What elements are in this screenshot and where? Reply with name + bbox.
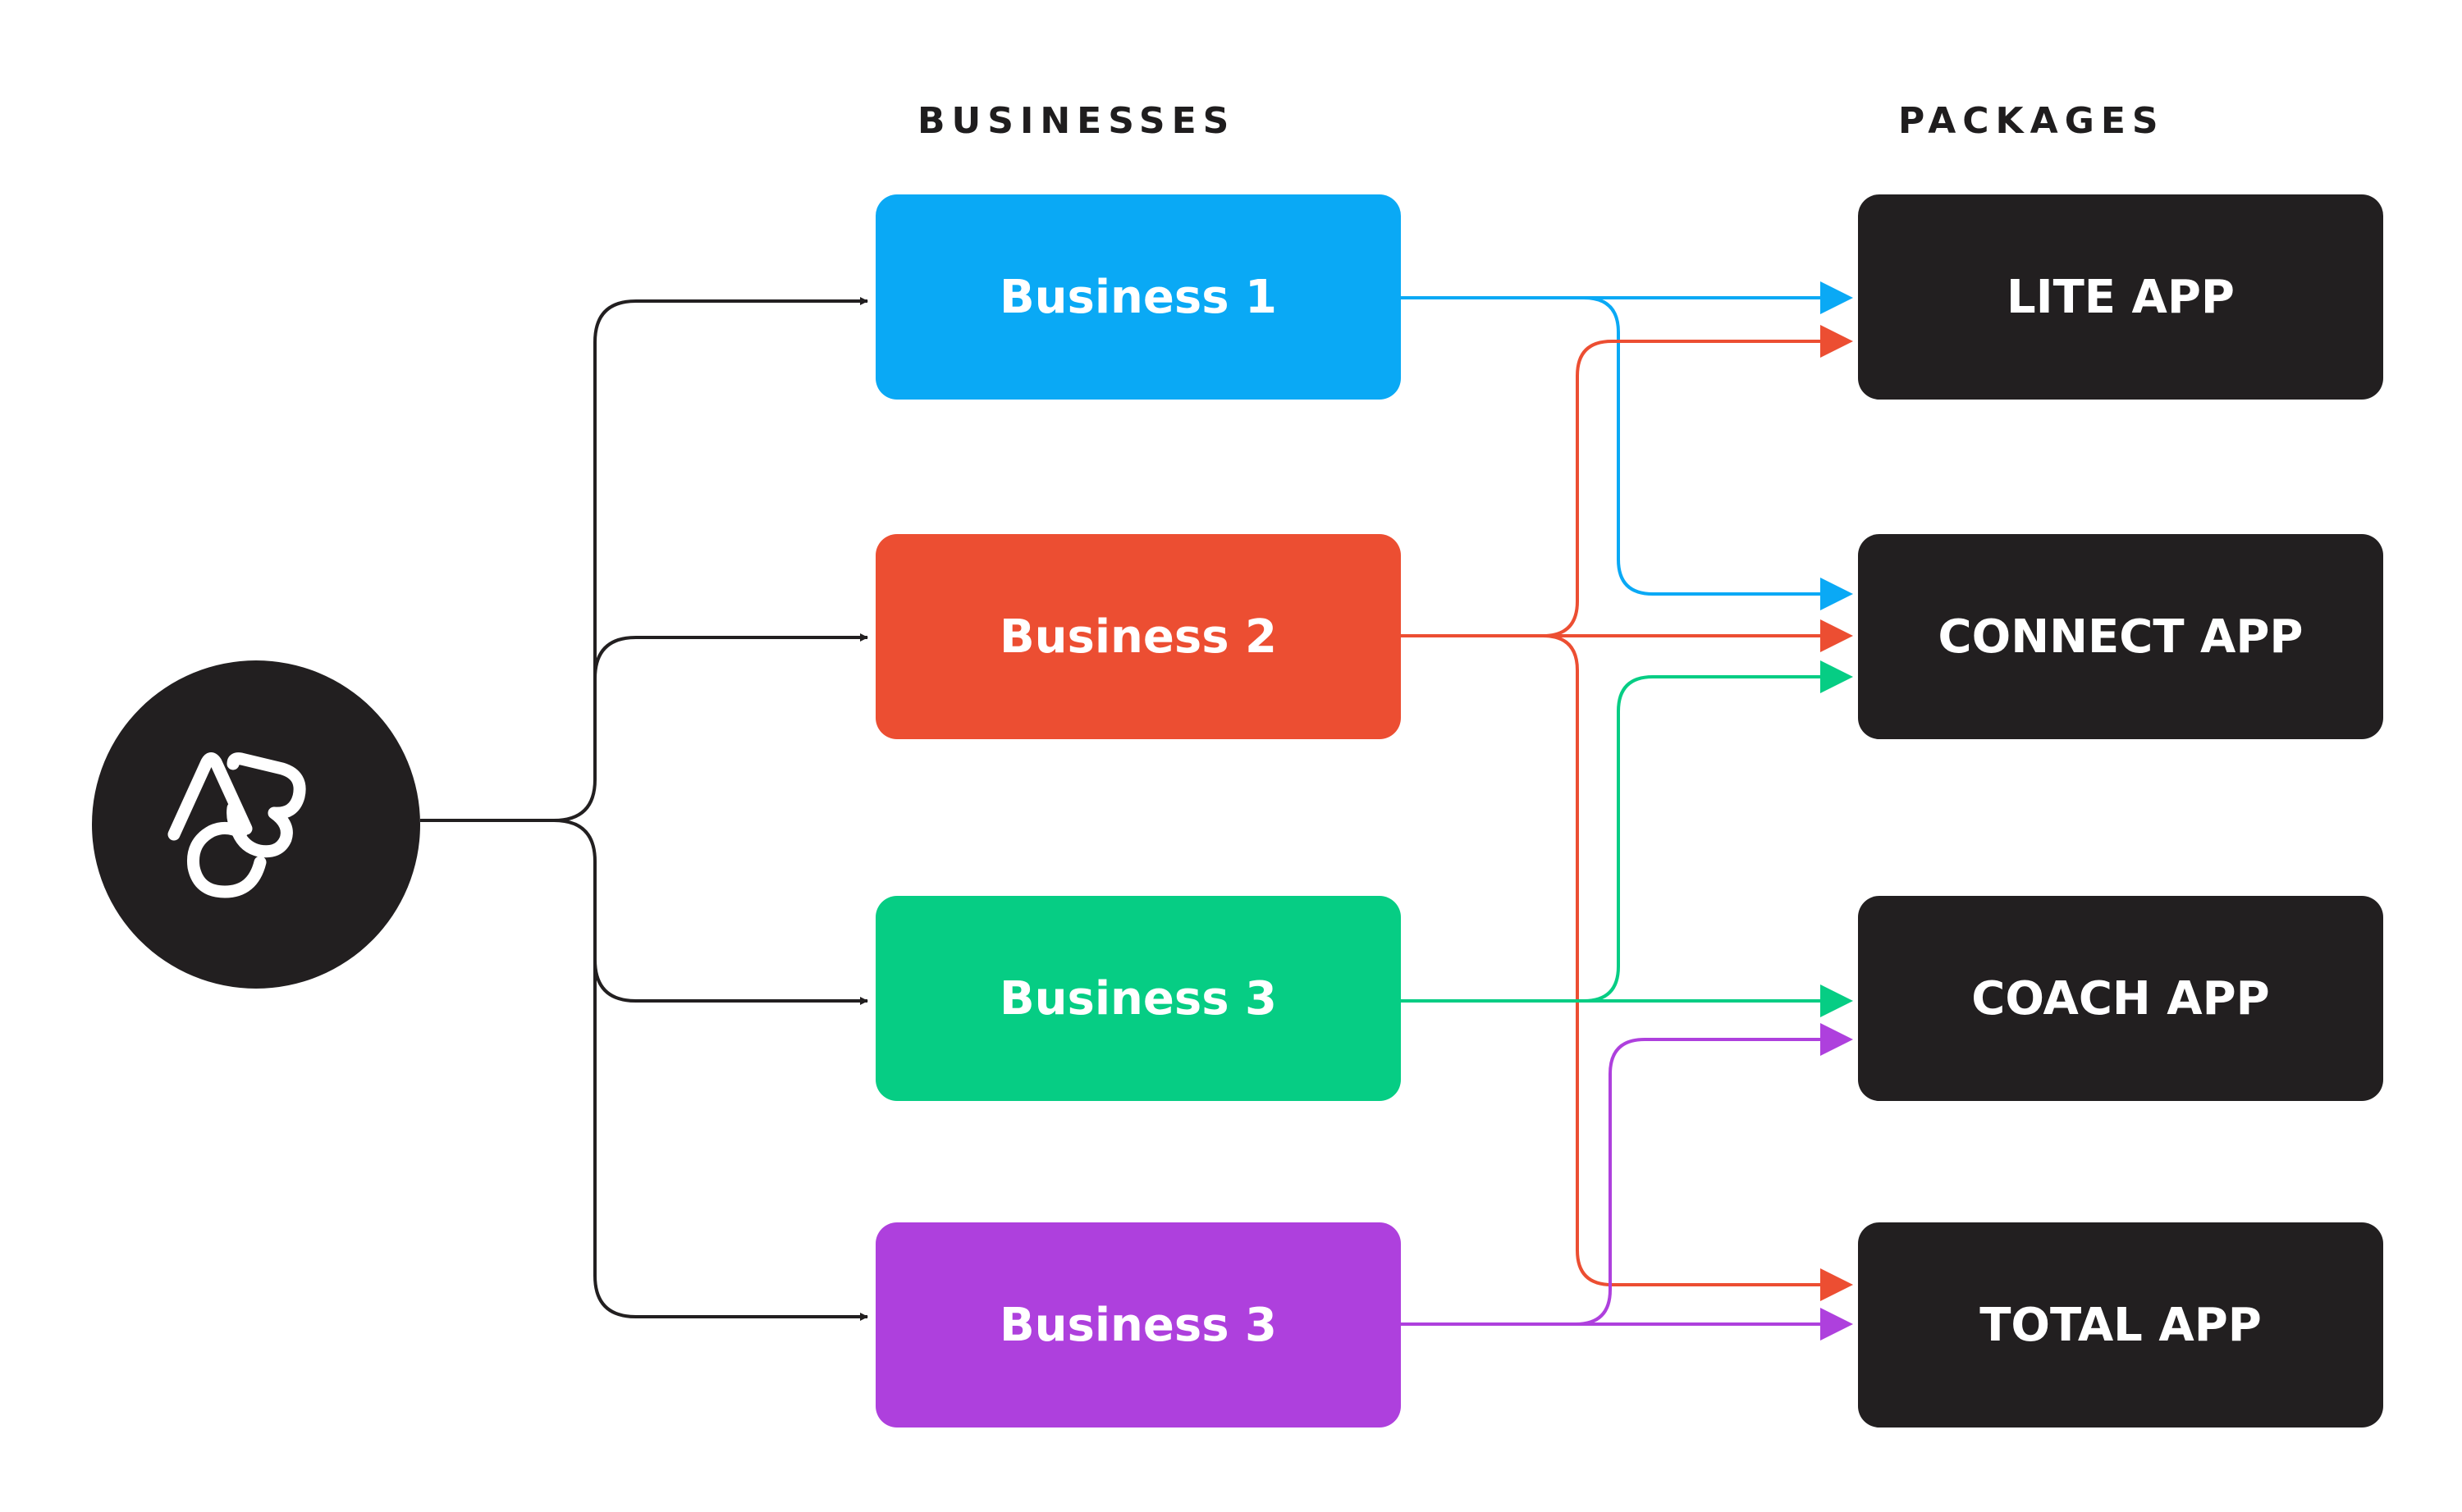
abc-logo: [92, 660, 420, 989]
link-business-4-to-coach-app: [1575, 1023, 1853, 1326]
businesses-heading: BUSINESSES: [918, 100, 1236, 142]
link-business-2-to-total-app: [1542, 634, 1853, 1301]
business-4-box[interactable]: Business 3: [876, 1222, 1401, 1427]
connector-logo-to-business-2: [593, 633, 868, 679]
business-2-label: Business 2: [999, 610, 1278, 664]
connector-logo-to-business-4: [593, 960, 868, 1321]
connect-app-label: CONNECT APP: [1938, 610, 2304, 664]
coach-app-box[interactable]: COACH APP: [1858, 896, 2383, 1101]
business-1-box[interactable]: Business 1: [876, 194, 1401, 400]
connector-logo-to-business-3: [553, 819, 868, 1005]
link-business-1-to-connect-app: [1583, 296, 1853, 610]
packages-heading: PACKAGES: [1898, 100, 2165, 142]
total-app-label: TOTAL APP: [1979, 1298, 2262, 1352]
business-3-box[interactable]: Business 3: [876, 896, 1401, 1101]
business-4-label: Business 3: [999, 1298, 1278, 1352]
lite-app-box[interactable]: LITE APP: [1858, 194, 2383, 400]
business-1-label: Business 1: [999, 270, 1278, 324]
business-2-box[interactable]: Business 2: [876, 534, 1401, 739]
link-business-2-to-lite-app: [1542, 325, 1853, 637]
total-app-box[interactable]: TOTAL APP: [1858, 1222, 2383, 1427]
link-business-3-to-connect-app: [1583, 660, 1853, 1003]
abc-monogram-logo-icon: [167, 752, 306, 898]
business-3-label: Business 3: [999, 971, 1278, 1026]
connector-logo-to-business-1: [553, 297, 868, 822]
lite-app-label: LITE APP: [2007, 270, 2235, 324]
connect-app-box[interactable]: CONNECT APP: [1858, 534, 2383, 739]
coach-app-label: COACH APP: [1971, 971, 2270, 1026]
